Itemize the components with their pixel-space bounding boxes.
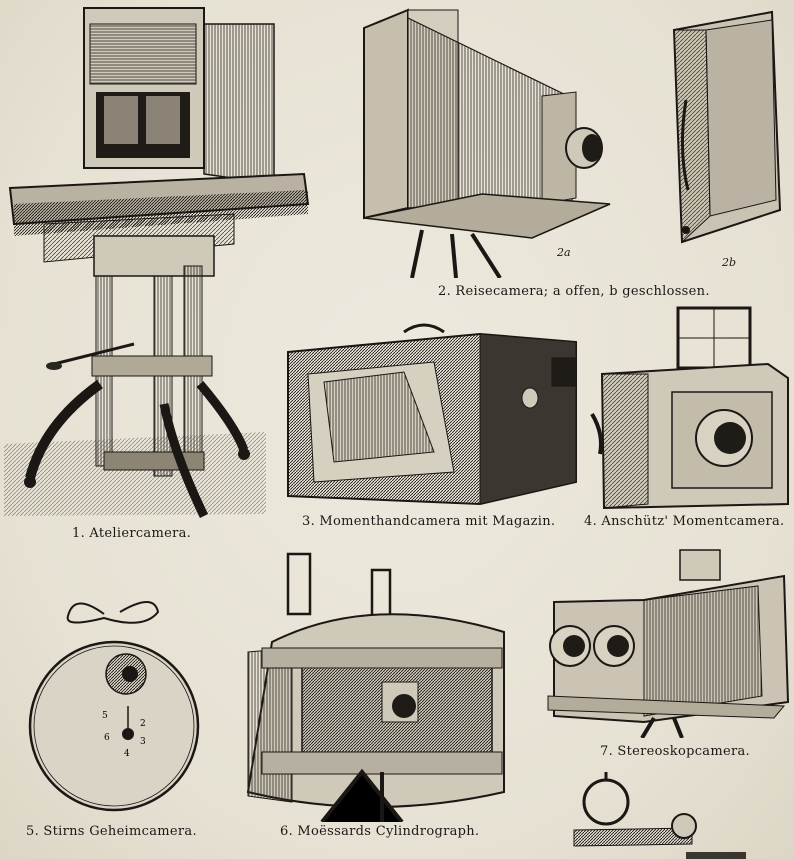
svg-text:3: 3 — [140, 737, 146, 747]
caption-4: 4. Anschütz' Momentcamera. — [584, 514, 785, 529]
svg-text:4: 4 — [124, 749, 130, 759]
figure-1-studio-camera — [4, 4, 310, 520]
svg-text:2: 2 — [140, 719, 146, 729]
figure-8-partial-theodolite — [566, 772, 748, 859]
sublabel-2b: 2b — [722, 256, 737, 269]
caption-7: 7. Stereoskopcamera. — [600, 744, 750, 759]
figure-2b-travel-camera-closed — [672, 10, 784, 246]
caption-3: 3. Momenthandcamera mit Magazin. — [302, 514, 556, 529]
caption-1: 1. Ateliercamera. — [72, 526, 192, 541]
caption-5: 5. Stirns Geheimcamera. — [26, 824, 197, 839]
svg-text:5: 5 — [102, 711, 108, 721]
figure-3-hand-camera — [284, 322, 582, 508]
caption-6: 6. Moëssards Cylindrograph. — [280, 824, 480, 839]
figure-6-cylindrograph — [242, 552, 512, 822]
sublabel-2a: 2a — [557, 246, 571, 259]
svg-text:6: 6 — [104, 733, 110, 743]
figure-5-stirn-camera: 6 2 5 3 4 — [24, 598, 204, 822]
figure-2a-travel-camera-open — [362, 8, 614, 278]
figure-7-stereo-camera — [544, 546, 790, 738]
figure-4-anschuetz-camera — [588, 304, 792, 510]
caption-2: 2. Reisecamera; a offen, b geschlossen. — [438, 284, 710, 299]
